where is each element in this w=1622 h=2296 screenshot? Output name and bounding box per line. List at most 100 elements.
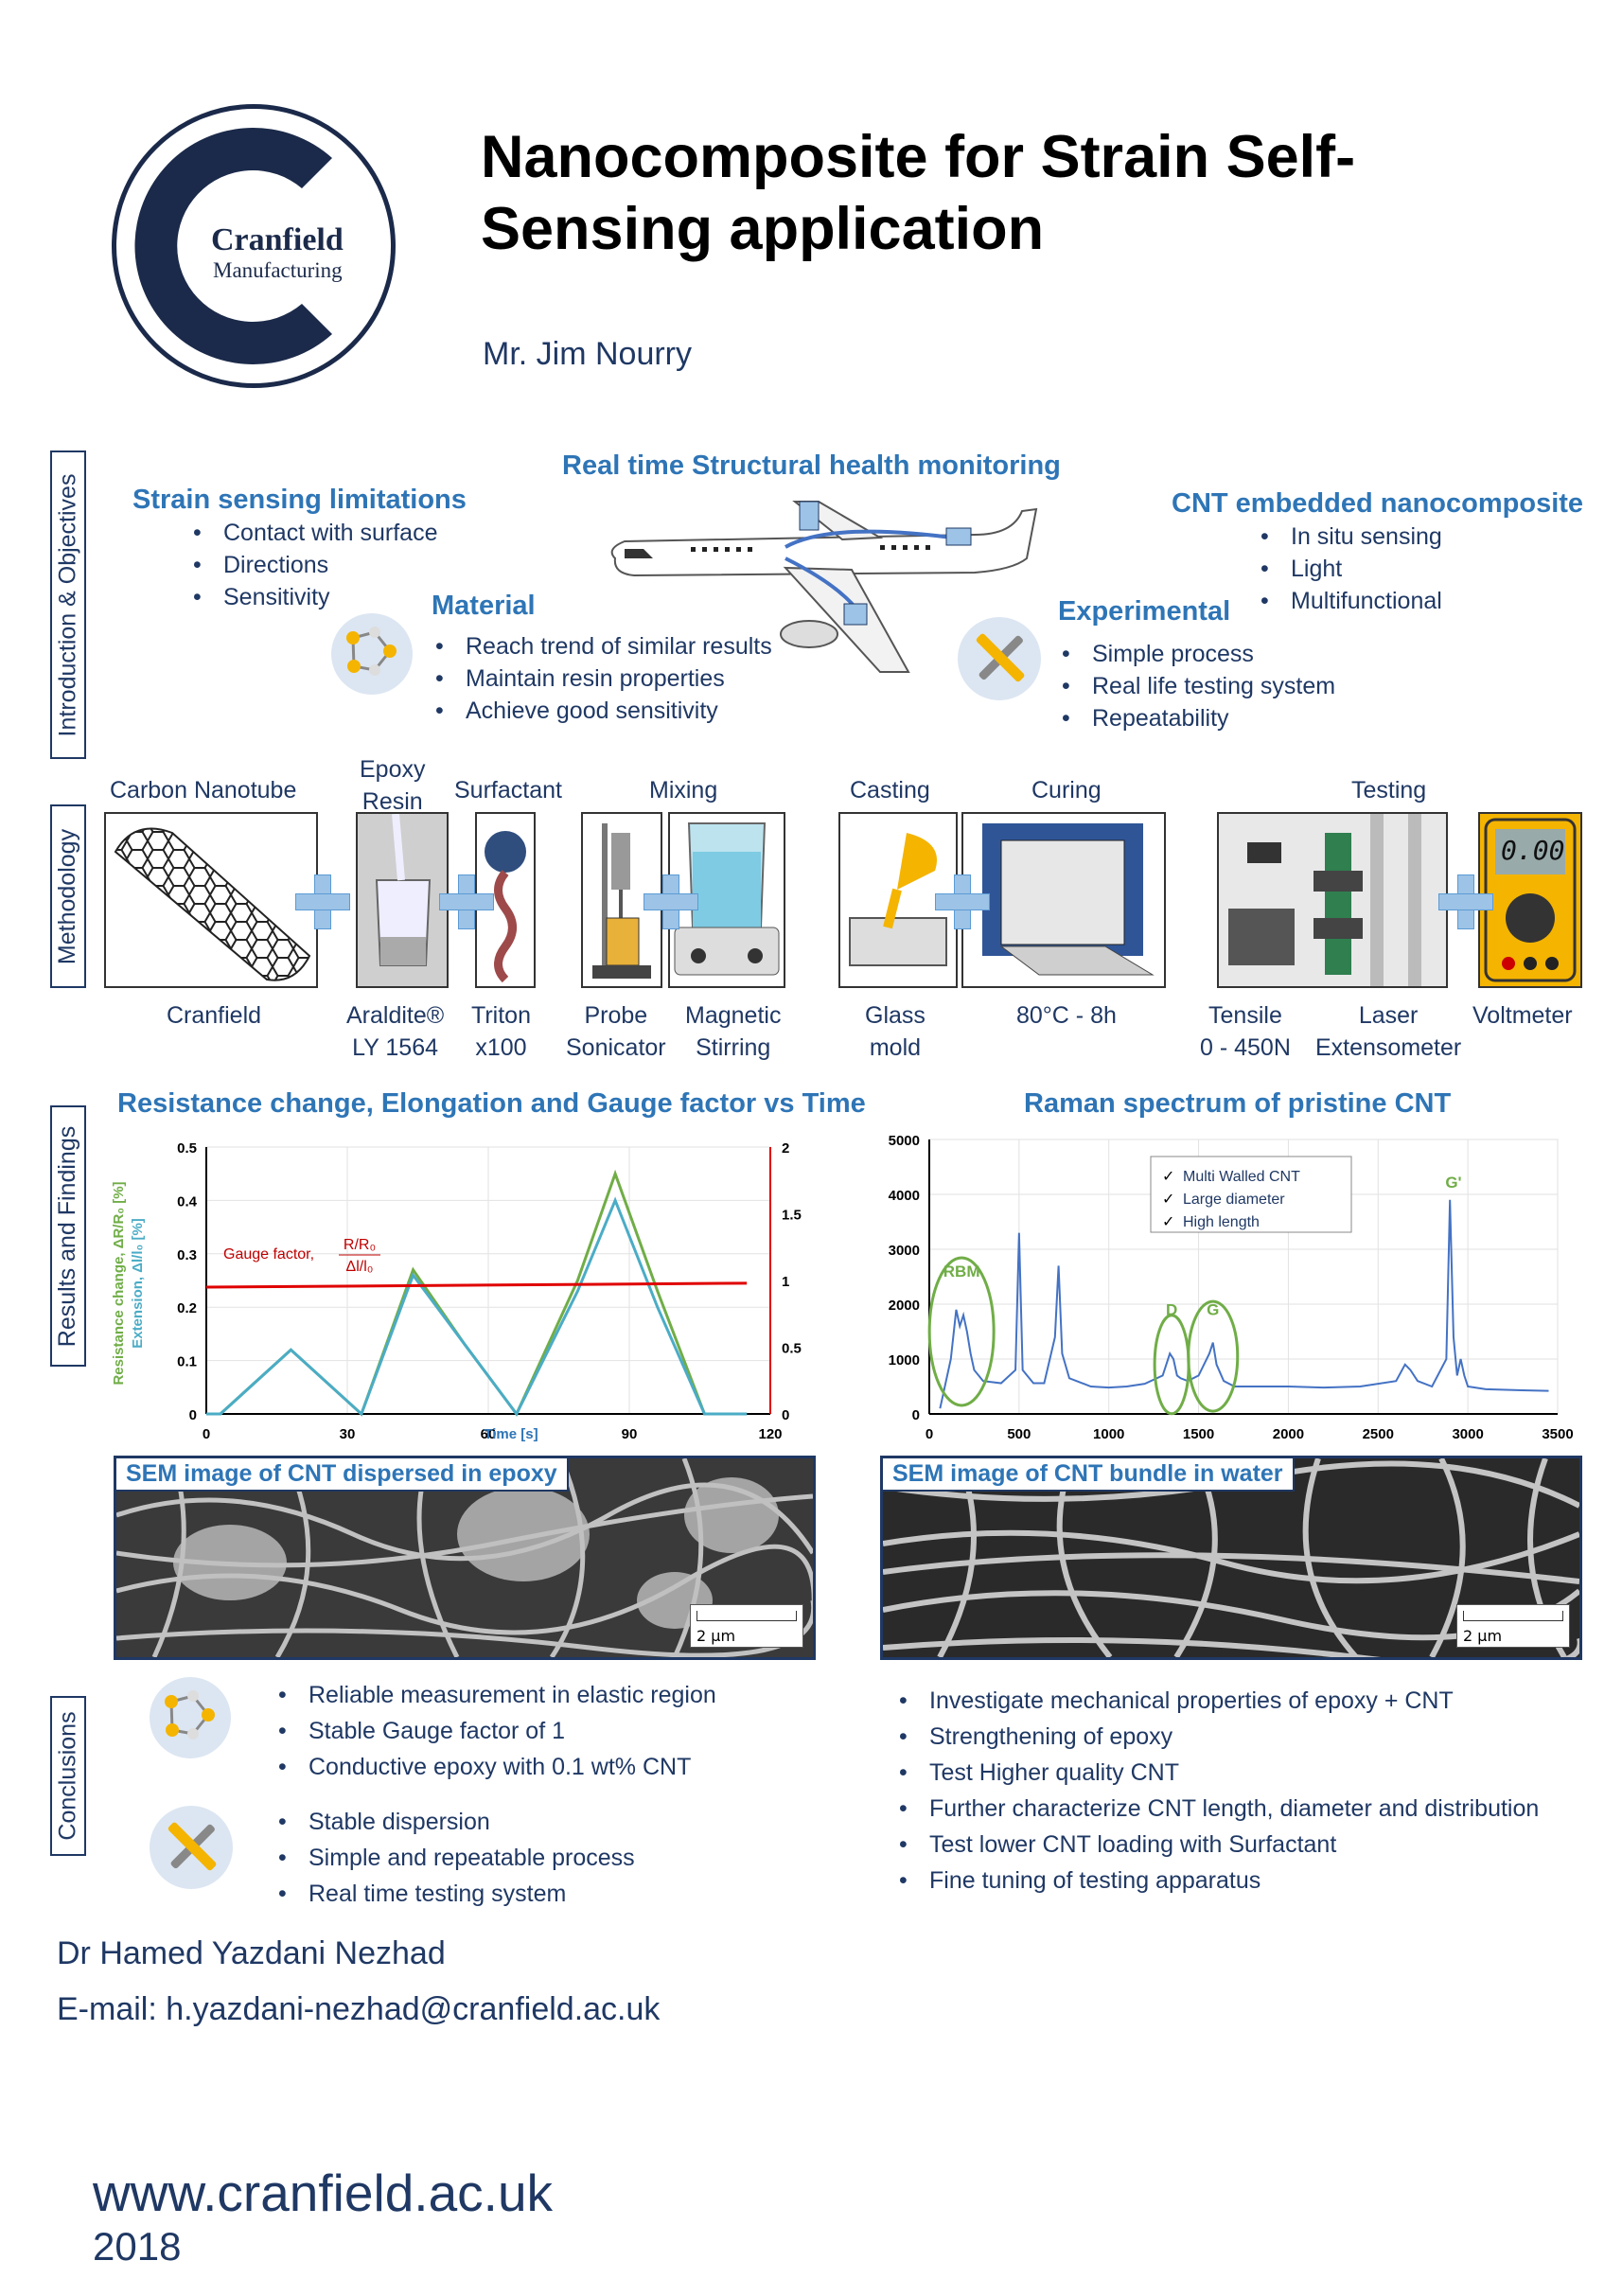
list-item: Conductive epoxy with 0.1 wt% CNT [274, 1749, 716, 1785]
cnt-title: CNT embedded nanocomposite [1172, 488, 1584, 519]
x-tick-label: 3500 [1542, 1426, 1573, 1442]
list-item: Multifunctional [1257, 585, 1442, 617]
method-label-surfactant: Surfactant [454, 777, 562, 804]
legend-check-icon: ✓ [1162, 1192, 1174, 1208]
cranfield-logo: Cranfield Manufacturing [112, 104, 396, 388]
y-tick-label: 0.4 [177, 1193, 198, 1210]
method-caption-tensile: Tensile 0 - 450N [1200, 1002, 1291, 1061]
list-item: Light [1257, 553, 1442, 585]
y-axis-label-green: Resistance change, ΔR/R₀ [%] [111, 1181, 127, 1385]
x-tick-label: 0 [926, 1426, 933, 1442]
poster-title: Nanocomposite for Strain Self-Sensing ap… [481, 124, 1356, 262]
list-item: Real life testing system [1058, 670, 1335, 702]
tensile-tester-image [1217, 812, 1448, 988]
legend-check-icon: ✓ [1162, 1214, 1174, 1230]
x-tick-label: 0 [203, 1426, 210, 1442]
method-caption-curing: 80°C - 8h [1016, 1002, 1117, 1029]
list-item: Repeatability [1058, 702, 1335, 734]
list-item: Fine tuning of testing apparatus [895, 1863, 1539, 1899]
limits-list: Contact with surface Directions Sensitiv… [189, 517, 438, 613]
voltmeter-display: 0.00 [1501, 835, 1565, 866]
cnt-image [104, 812, 318, 988]
logo-subtitle: Manufacturing [213, 258, 343, 282]
x-tick-label: 90 [622, 1426, 638, 1442]
email-link[interactable]: h.yazdani-nezhad@cranfield.ac.uk [166, 1991, 661, 2027]
tools-icon [150, 1806, 233, 1889]
list-item: Real time testing system [274, 1876, 635, 1912]
y-tick-label: 0 [912, 1407, 920, 1423]
list-item: Contact with surface [189, 517, 438, 549]
cranfield-c-mark-icon [134, 128, 332, 364]
y-tick-label: 0.3 [177, 1247, 197, 1263]
y-tick-label: 2000 [889, 1298, 920, 1314]
molecule-icon [150, 1677, 231, 1758]
list-item: Test lower CNT loading with Surfactant [895, 1827, 1539, 1863]
raman-series-line-0 [939, 1199, 1549, 1409]
tools-icon [958, 617, 1041, 700]
list-item: Investigate mechanical properties of epo… [895, 1683, 1539, 1719]
method-label-carbon-nanotube: Carbon Nanotube [110, 777, 297, 804]
y-tick-label: 4000 [889, 1188, 920, 1204]
x-tick-label: 120 [758, 1426, 782, 1442]
plus-icon [439, 874, 494, 929]
plus-icon [295, 874, 350, 929]
x-tick-label: 1000 [1093, 1426, 1124, 1442]
y2-tick-label: 0 [782, 1407, 789, 1423]
list-item: Sensitivity [189, 581, 438, 613]
y2-tick-label: 1 [782, 1274, 789, 1290]
method-label-casting: Casting [850, 777, 930, 804]
sem-texture-epoxy [116, 1458, 813, 1657]
peak-label: D [1166, 1301, 1177, 1319]
gauge-factor-annotation: Gauge factor, [223, 1246, 314, 1263]
intro-center-title: Real time Structural health monitoring [562, 450, 1061, 481]
sem-image-water: SEM image of CNT bundle in water 2 μm [880, 1456, 1582, 1660]
cnt-list: In situ sensing Light Multifunctional [1257, 521, 1442, 617]
year: 2018 [93, 2224, 182, 2269]
plus-icon [644, 874, 698, 929]
method-caption-cranfield: Cranfield [167, 1002, 262, 1029]
list-item: Further characterize CNT length, diamete… [895, 1791, 1539, 1827]
experimental-list: Simple process Real life testing system … [1058, 638, 1335, 734]
limits-title: Strain sensing limitations [132, 485, 467, 515]
plus-icon [1438, 874, 1493, 929]
airplane-illustration [610, 501, 1038, 673]
sem-label-water: SEM image of CNT bundle in water [883, 1458, 1295, 1492]
y-tick-label: 1000 [889, 1352, 920, 1369]
legend-box [1150, 1156, 1352, 1233]
list-item: Directions [189, 549, 438, 581]
method-caption-araldite: Araldite® LY 1564 [346, 1002, 445, 1061]
peak-label: G' [1445, 1174, 1461, 1192]
scale-bar: 2 μm [690, 1604, 803, 1648]
method-caption-glass-mold: Glass mold [865, 1002, 926, 1061]
epoxy-beaker-image [356, 812, 449, 988]
list-item: Strengthening of epoxy [895, 1719, 1539, 1755]
website-link[interactable]: www.cranfield.ac.uk [93, 2164, 554, 2222]
method-label-curing: Curing [1031, 777, 1102, 804]
plus-icon [935, 874, 990, 929]
logo-name: Cranfield [211, 222, 344, 257]
curing-oven-image [961, 812, 1166, 988]
legend-entry: High length [1183, 1214, 1260, 1230]
y2-tick-label: 1.5 [782, 1208, 802, 1224]
x-tick-label: 2500 [1363, 1426, 1394, 1442]
list-item: Simple and repeatable process [274, 1840, 635, 1876]
method-caption-magnetic: Magnetic Stirring [685, 1002, 782, 1061]
list-item: Simple process [1058, 638, 1335, 670]
list-item: Reliable measurement in elastic region [274, 1677, 716, 1713]
x-tick-label: 500 [1007, 1426, 1031, 1442]
method-label-epoxy-resin: Epoxy Resin [360, 756, 426, 815]
future-work-list: Investigate mechanical properties of epo… [895, 1683, 1539, 1899]
peak-highlight [927, 1256, 996, 1407]
sem-texture-water [883, 1458, 1579, 1657]
legend-entry: Multi Walled CNT [1183, 1169, 1300, 1185]
series-line-2 [205, 1281, 748, 1289]
y-tick-label: 0.2 [177, 1300, 197, 1316]
author: Mr. Jim Nourry [483, 336, 692, 372]
method-label-testing: Testing [1351, 777, 1427, 804]
scale-bar: 2 μm [1456, 1604, 1570, 1648]
chart2-title: Raman spectrum of pristine CNT [1024, 1088, 1452, 1119]
y2-tick-label: 2 [782, 1140, 789, 1157]
legend-check-icon: ✓ [1162, 1169, 1174, 1185]
